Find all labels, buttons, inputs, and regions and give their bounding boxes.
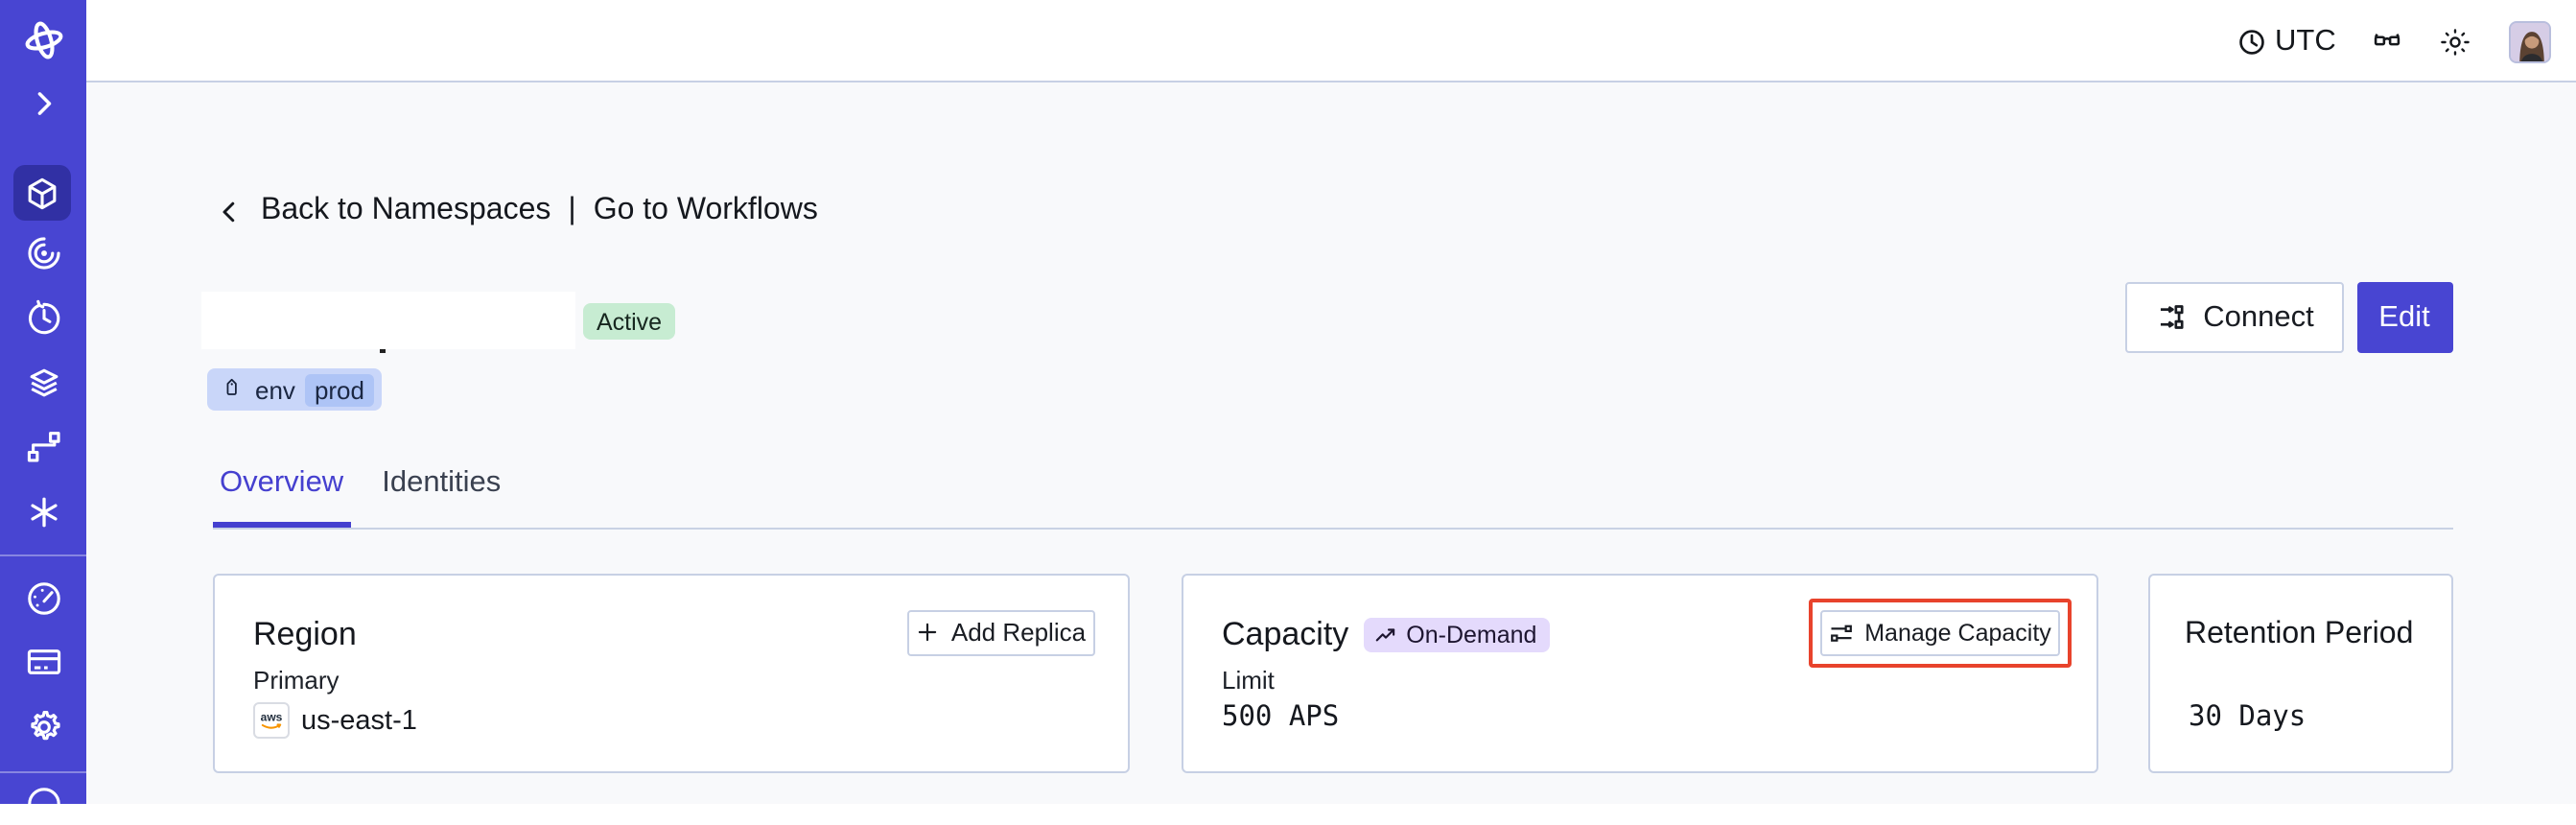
manage-capacity-button[interactable]: Manage Capacity (1819, 609, 2060, 656)
sidebar-item-account[interactable] (0, 783, 86, 825)
svg-text:aws: aws (261, 711, 283, 724)
retention-card: Retention Period 30 Days (2148, 574, 2453, 772)
chevron-left-icon[interactable] (215, 197, 244, 225)
sidebar-expand-button[interactable] (0, 82, 86, 125)
tabs-row: Overview Identities (212, 466, 2453, 529)
theme-toggle-button[interactable] (2440, 26, 2471, 57)
sun-theme-icon (2441, 28, 2470, 55)
settings-gear-icon (30, 711, 59, 741)
timezone-label[interactable]: UTC (2275, 25, 2336, 58)
add-replica-label: Add Replica (950, 618, 1087, 648)
connect-button-label: Connect (2203, 300, 2314, 333)
topbar (86, 0, 2576, 82)
ondemand-badge: On-Demand (1364, 618, 1551, 652)
nexus-branch-icon (26, 432, 59, 462)
tag-value: prod (304, 373, 374, 406)
account-circle-icon (27, 788, 59, 820)
namespaces-cube-icon (28, 177, 57, 209)
sidebar-item-deployments[interactable] (0, 363, 86, 405)
sidebar-item-workflows[interactable] (0, 232, 86, 274)
billing-card-icon (26, 649, 60, 674)
temporal-logo-icon (24, 21, 62, 59)
capacity-title-text: Capacity (1222, 616, 1349, 652)
sidebar-item-billing[interactable] (0, 641, 86, 683)
tab-identities[interactable]: Identities (382, 466, 502, 499)
avatar-image (2511, 22, 2549, 60)
chevron-right-icon (36, 92, 51, 115)
region-card: Region Add Replica Primary aws us-east-1 (213, 574, 1130, 772)
limit-label: Limit (1222, 666, 1275, 695)
sliders-icon (1831, 625, 1853, 642)
namespace-name-artifact (380, 348, 385, 353)
add-replica-button[interactable]: Add Replica (906, 609, 1094, 656)
timezone-button[interactable] (2236, 26, 2266, 57)
namespace-tag-chip[interactable]: env prod (207, 368, 382, 411)
edit-button-label: Edit (2378, 300, 2430, 333)
manage-capacity-label: Manage Capacity (1864, 619, 2051, 647)
namespace-name-redacted (201, 291, 575, 349)
sidebar-divider (0, 554, 86, 555)
plus-icon (918, 624, 937, 642)
tag-icon (226, 378, 237, 395)
sidebar-item-namespaces[interactable] (13, 165, 71, 221)
primary-label: Primary (253, 666, 340, 695)
capacity-card: Capacity On-Demand Manage Capacity (1182, 574, 2098, 772)
capacity-card-title: Capacity On-Demand (1222, 616, 1551, 654)
feedback-button[interactable] (2371, 25, 2403, 58)
primary-region-value: us-east-1 (301, 705, 417, 736)
aws-logo-icon: aws (253, 702, 290, 739)
schedules-clock-icon (27, 299, 59, 335)
capacity-limit-value: 500 APS (1222, 702, 1340, 733)
sidebar-item-batch-operations[interactable] (0, 491, 86, 533)
click-highlight-annotation: Manage Capacity (1808, 599, 2072, 667)
breadcrumb-go-to-workflows[interactable]: Go to Workflows (593, 194, 818, 226)
ondemand-badge-label: On-Demand (1406, 622, 1537, 648)
clock-icon (2238, 29, 2263, 54)
deployments-layers-icon (29, 368, 58, 397)
connect-flow-icon (2160, 305, 2183, 329)
retention-card-title: Retention Period (2185, 618, 2414, 650)
edit-button[interactable]: Edit (2356, 282, 2452, 353)
status-badge: Active (583, 303, 676, 340)
breadcrumb-separator: | (568, 194, 576, 226)
temporal-logo[interactable] (0, 15, 86, 65)
breadcrumb-back-namespaces[interactable]: Back to Namespaces (261, 194, 551, 226)
usage-gauge-icon (27, 582, 59, 615)
user-avatar[interactable] (2509, 20, 2551, 62)
sidebar-item-nexus[interactable] (0, 426, 86, 468)
sidebar (0, 0, 86, 820)
sidebar-item-usage[interactable] (0, 578, 86, 620)
sidebar-divider (0, 770, 86, 772)
sidebar-item-schedules[interactable] (0, 297, 86, 340)
app-root: UTC Back to Namespaces | Go to Workflow (0, 0, 2576, 804)
workflows-spiral-icon (27, 237, 59, 270)
tag-key: env (255, 375, 295, 404)
trend-up-icon (1375, 627, 1395, 641)
sidebar-item-settings[interactable] (0, 706, 86, 748)
breadcrumb: Back to Namespaces | Go to Workflows (215, 194, 818, 228)
primary-region-row: aws us-east-1 (253, 702, 417, 739)
connect-button[interactable]: Connect (2125, 282, 2344, 353)
tab-overview[interactable]: Overview (212, 466, 352, 527)
region-card-title: Region (253, 616, 357, 652)
batch-asterisk-icon (30, 497, 57, 528)
retention-value: 30 Days (2189, 702, 2307, 733)
glasses-icon (2374, 34, 2400, 46)
